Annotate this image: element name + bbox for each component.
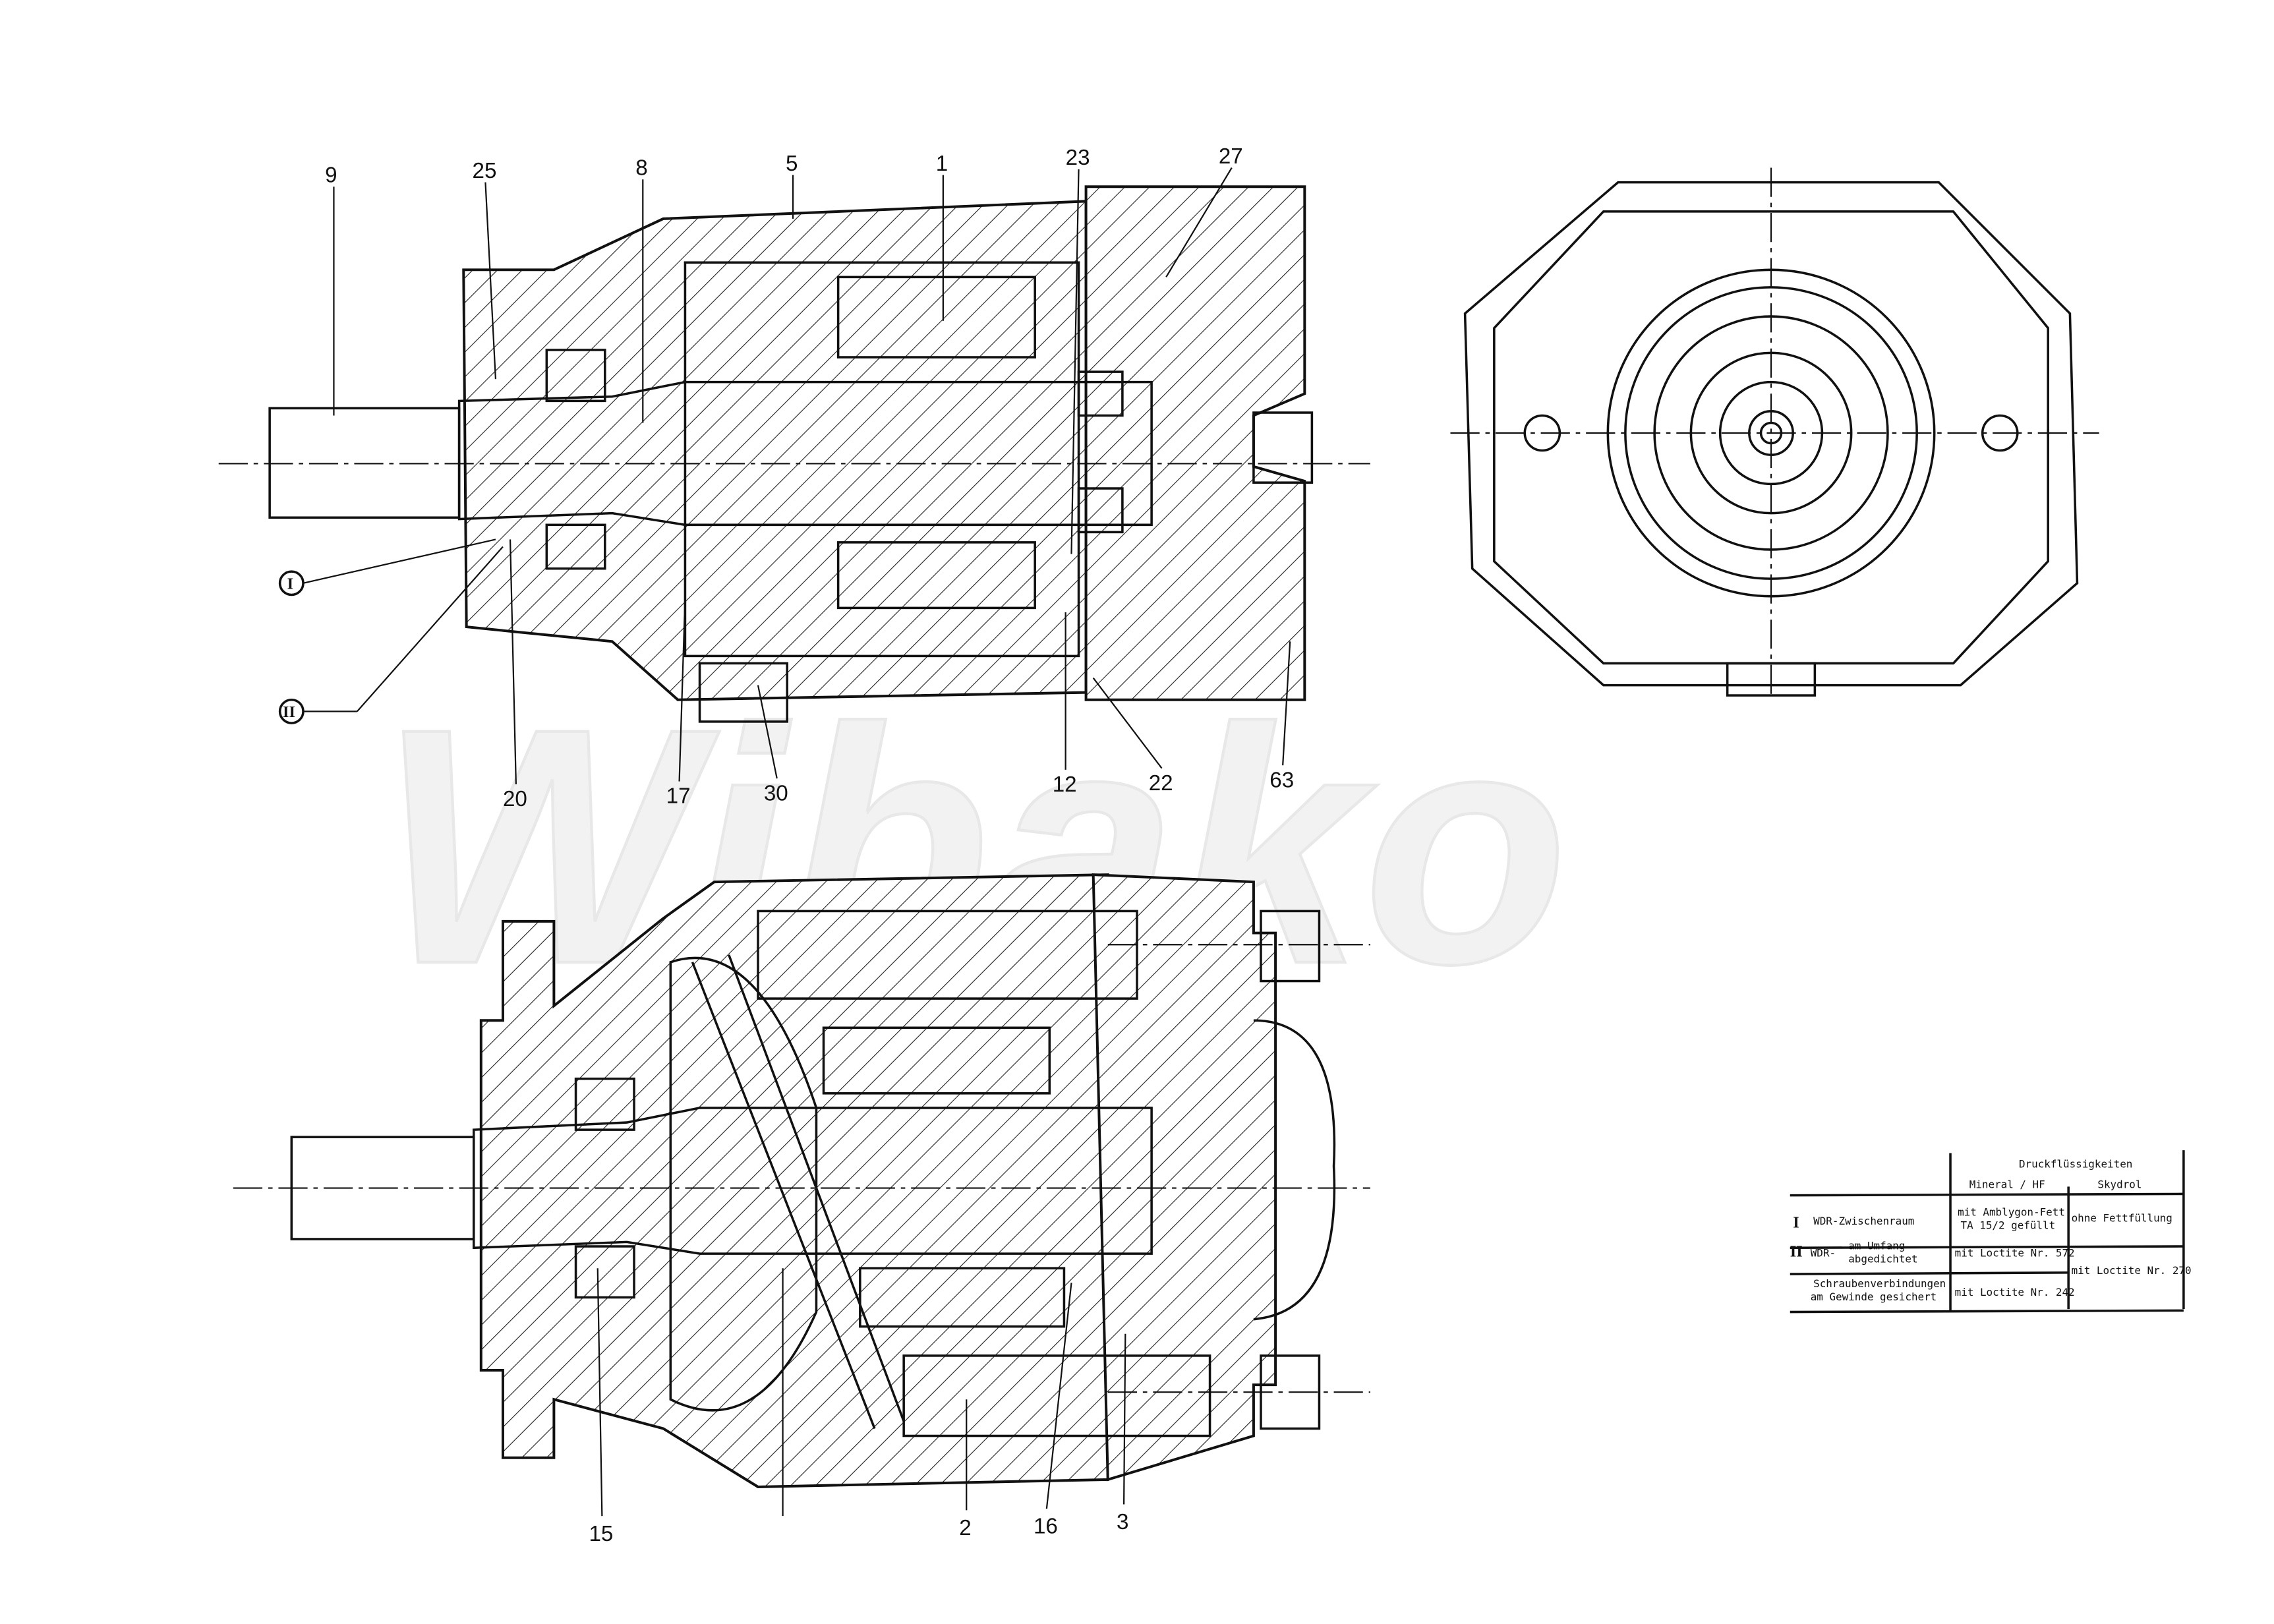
bottom-section-view: [233, 873, 1370, 1488]
callout-25: 25: [473, 159, 497, 183]
callout-9: 9: [325, 163, 337, 188]
callout-27: 27: [1219, 144, 1243, 169]
skydrol-shared: mit Loctite Nr. 270: [2072, 1264, 2192, 1277]
row1-label: WDR-Zwischenraum: [1813, 1215, 1914, 1227]
top-leader-lines: [303, 167, 1291, 785]
callout-63: 63: [1269, 768, 1294, 792]
top-section-view: [218, 185, 1370, 723]
callout-15: 15: [589, 1522, 613, 1546]
row1-mineral-line2: TA 15/2 gefüllt: [1961, 1219, 2056, 1232]
table-col-skydrol: Skydrol: [2097, 1178, 2142, 1191]
row3-mineral: mit Loctite Nr. 242: [1955, 1286, 2075, 1298]
row3-label-line2: am Gewinde gesichert: [1811, 1290, 1937, 1303]
marker-I: I: [287, 575, 293, 593]
row1-skydrol: ohne Fettfüllung: [2072, 1211, 2172, 1224]
watermark: Wibako: [379, 659, 1568, 1033]
callout-17: 17: [666, 784, 691, 809]
row2-mineral: mit Loctite Nr. 572: [1955, 1247, 2075, 1260]
row2-label: WDR-: [1811, 1247, 1836, 1260]
callout-1: 1: [936, 152, 948, 176]
bottom-leader-lines: [597, 1268, 1126, 1517]
table-col-mineral: Mineral / HF: [1969, 1178, 2045, 1191]
row2-label-line2: abgedichtet: [1848, 1252, 1917, 1265]
callout-12: 12: [1053, 772, 1077, 797]
row2-label-line1: am Umfang: [1848, 1239, 1905, 1252]
table-header: Druckflüssigkeiten: [2019, 1158, 2132, 1171]
callout-5: 5: [786, 152, 798, 176]
callout-22: 22: [1149, 771, 1173, 796]
marker-I-circle: [278, 570, 305, 596]
callout-16: 16: [1034, 1515, 1058, 1539]
row1-mark: I: [1793, 1213, 1799, 1231]
row2-mark: II: [1790, 1243, 1803, 1261]
callout-20: 20: [503, 787, 527, 811]
row1-mineral-line1: mit Amblygon-Fett: [1958, 1206, 2065, 1219]
callout-3: 3: [1117, 1510, 1128, 1534]
callout-23: 23: [1066, 146, 1090, 170]
end-view: [1450, 167, 2099, 700]
callout-30: 30: [764, 781, 788, 805]
callout-8: 8: [635, 156, 647, 181]
row3-label-line1: Schraubenverbindungen: [1813, 1277, 1946, 1290]
marker-II-circle: [278, 698, 305, 724]
marker-II: II: [283, 703, 295, 721]
callout-2: 2: [959, 1516, 971, 1540]
fluid-table: Druckflüssigkeiten Mineral / HF Skydrol …: [1790, 1150, 2192, 1314]
